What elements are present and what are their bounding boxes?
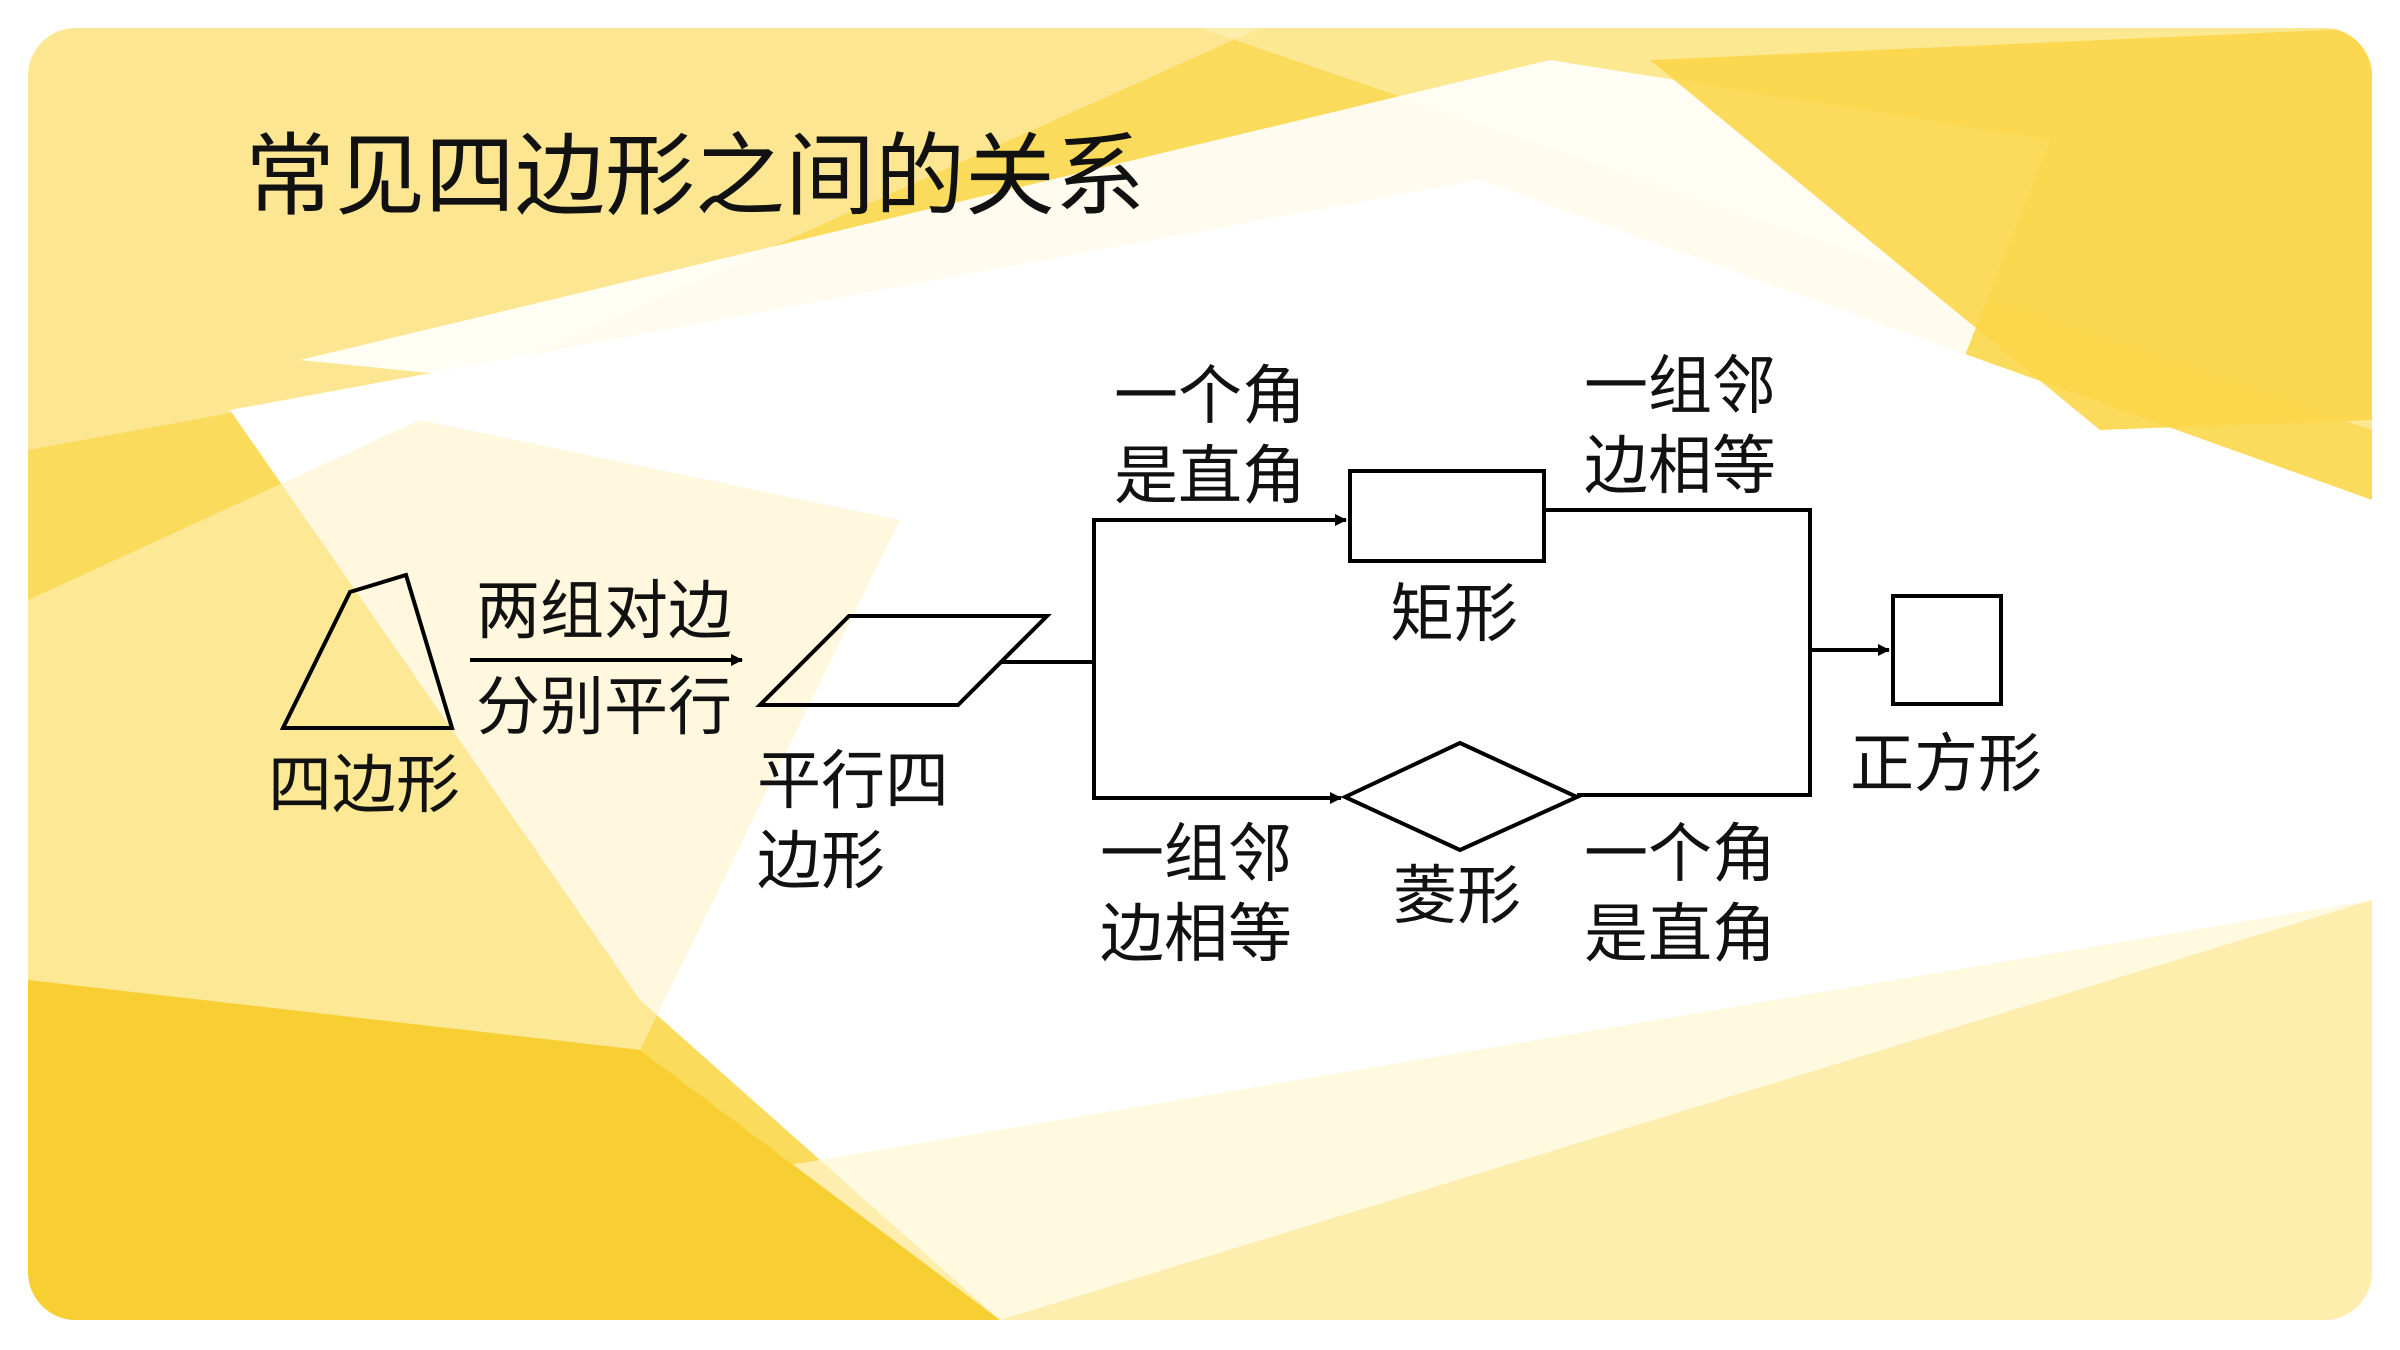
- parallelogram-label: 平行四 边形: [757, 742, 949, 902]
- quadrilateral-label: 四边形: [268, 749, 460, 823]
- condition-adjacent-line-2: 边相等: [1100, 898, 1292, 972]
- dark-band-left: [28, 980, 1000, 1320]
- condition-right-angle-to-rectangle: 一个角 是直角: [1114, 357, 1306, 517]
- page-title: 常见四边形之间的关系: [245, 124, 1145, 229]
- condition-adjacent-square-line-1: 一组邻: [1584, 350, 1776, 424]
- rhombus-shape: [1340, 740, 1582, 853]
- parallelogram-label-line-1: 平行四: [757, 745, 949, 819]
- square-label: 正方形: [1850, 728, 2042, 802]
- condition-right-angle-line-2: 是直角: [1114, 440, 1306, 514]
- quadrilateral-shape: [279, 572, 455, 730]
- square-shape: [1891, 594, 2003, 706]
- rhombus-label: 菱形: [1393, 860, 1521, 934]
- condition-adjacent-line-1: 一组邻: [1100, 818, 1292, 892]
- parallelogram-label-line-2: 边形: [757, 825, 885, 899]
- rectangle-shape: [1348, 469, 1546, 563]
- light-ray-top-left: [28, 28, 1260, 450]
- white-beam-upper: [300, 60, 2050, 520]
- condition-right-angle-rhombus-to-square: 一个角 是直角: [1584, 815, 1776, 975]
- light-ray-bottom: [700, 900, 2372, 1320]
- light-ray-mid-left: [28, 420, 900, 1050]
- parallelogram-shape: [755, 614, 1052, 707]
- condition-adjacent-sides-to-rhombus: 一组邻 边相等: [1100, 815, 1292, 975]
- dark-band-right: [1650, 28, 2372, 430]
- condition-adjacent-square-line-2: 边相等: [1584, 430, 1776, 504]
- condition-opposite-sides-parallel-top: 两组对边: [476, 575, 732, 649]
- condition-right-angle-square-line-1: 一个角: [1584, 818, 1776, 892]
- condition-right-angle-square-line-2: 是直角: [1584, 898, 1776, 972]
- condition-right-angle-line-1: 一个角: [1114, 360, 1306, 434]
- condition-opposite-sides-parallel-bottom: 分别平行: [476, 671, 732, 745]
- rectangle-label: 矩形: [1390, 578, 1518, 652]
- condition-adjacent-sides-rectangle-to-square: 一组邻 边相等: [1584, 347, 1776, 507]
